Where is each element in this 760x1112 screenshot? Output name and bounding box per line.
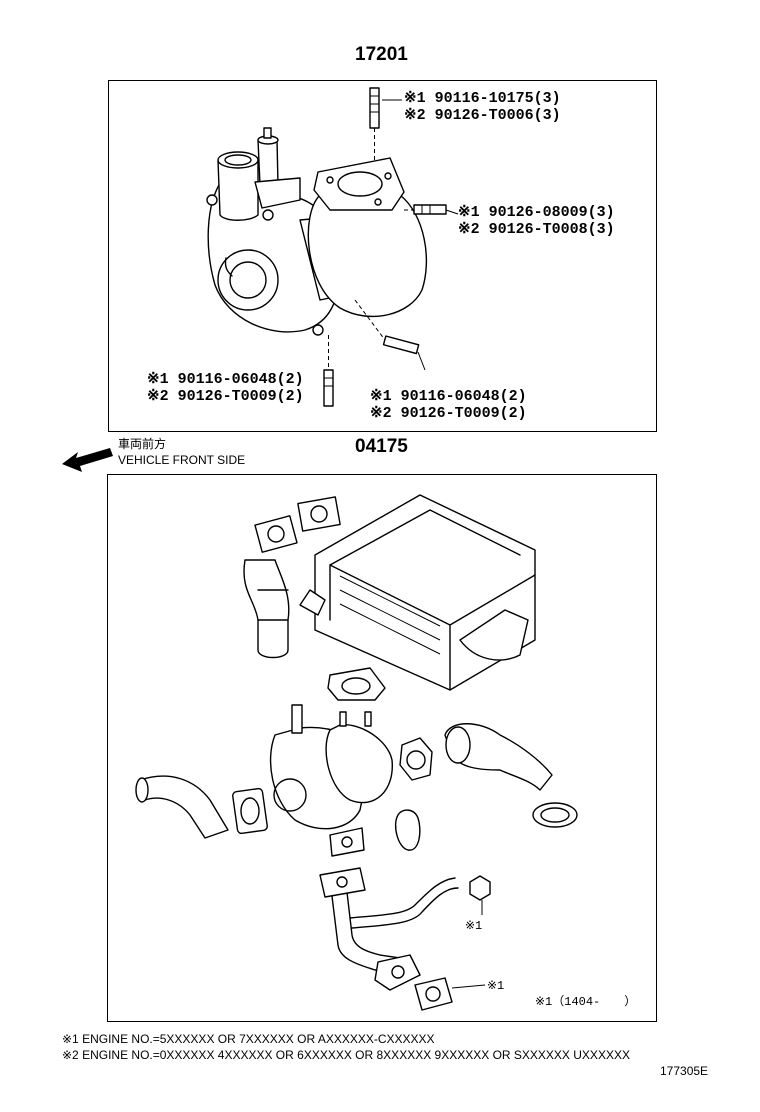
intercooler-drawing — [299, 494, 536, 691]
vehicle-front-label-en: VEHICLE FRONT SIDE — [118, 453, 246, 467]
footnote-engine-2: ※2 ENGINE NO.=0XXXXXX 4XXXXXX OR 6XXXXXX… — [62, 1048, 630, 1062]
gasket-marker: ※1 — [487, 979, 505, 993]
intake-hose-drawing — [243, 496, 341, 659]
production-range-marker: ※1（1404- ） — [535, 995, 637, 1009]
footnote-engine-1: ※1 ENGINE NO.=5XXXXXX OR 7XXXXXX OR AXXX… — [62, 1032, 435, 1046]
stud-callout-lower-left: ※1 90116-06048(2) ※2 90126-T0009(2) — [147, 371, 304, 405]
stud-callout-right: ※1 90126-08009(3) ※2 90126-T0008(3) — [458, 204, 615, 238]
gasket-kit-drawing — [135, 667, 578, 1011]
stud-callout-top: ※1 90116-10175(3) ※2 90126-T0006(3) — [404, 90, 561, 124]
vehicle-front-label-jp: 車両前方 — [118, 437, 167, 451]
nut-marker: ※1 — [465, 919, 483, 933]
assembly-part-no-bottom: 04175 — [355, 436, 408, 457]
vehicle-front-arrow — [62, 448, 113, 472]
gasket-kit-frame — [107, 474, 657, 1022]
figure-id: 177305E — [660, 1064, 709, 1078]
turbocharger-drawing — [206, 87, 459, 407]
turbo-assembly-frame — [108, 80, 657, 432]
assembly-part-no-top: 17201 — [355, 44, 408, 65]
stud-callout-lower-right: ※1 90116-06048(2) ※2 90126-T0009(2) — [370, 388, 527, 422]
